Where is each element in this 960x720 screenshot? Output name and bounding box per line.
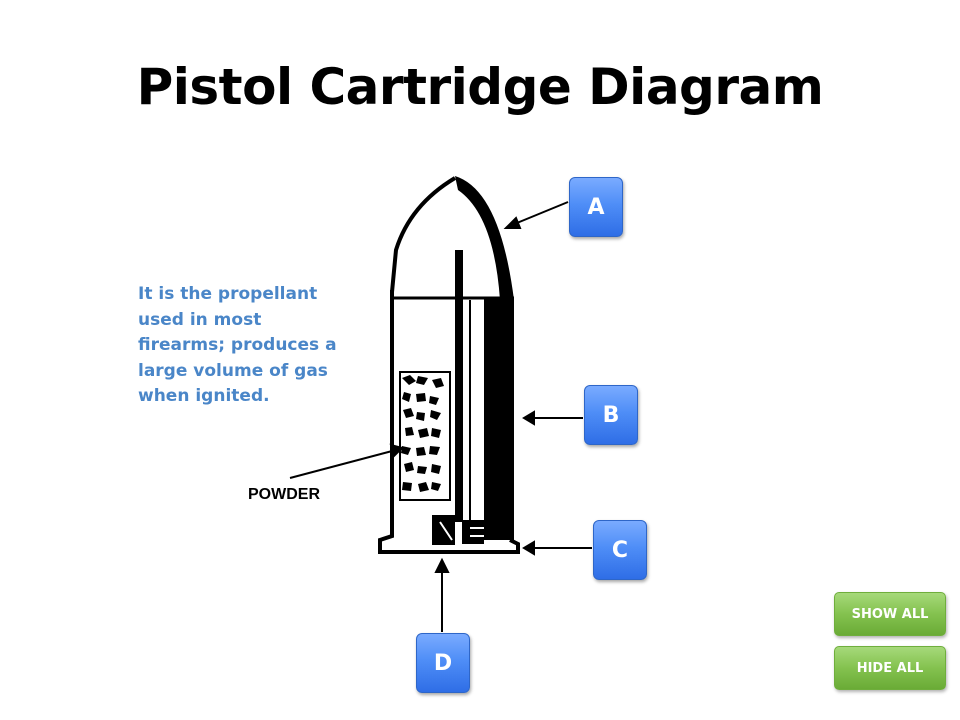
case-wall-right <box>484 298 514 540</box>
powder-description: It is the propellant used in most firear… <box>138 284 337 406</box>
marker-a-button[interactable]: A <box>569 177 623 237</box>
marker-b-button[interactable]: B <box>584 385 638 445</box>
bullet-jacket <box>455 176 514 300</box>
hide-all-button[interactable]: HIDE ALL <box>834 646 946 690</box>
show-all-button[interactable]: SHOW ALL <box>834 592 946 636</box>
cartridge-case-outline <box>378 290 520 554</box>
powder-granules <box>399 371 451 501</box>
powder-label: POWDER <box>248 486 320 503</box>
pointer-arrows <box>289 201 592 632</box>
primer-area <box>432 515 484 545</box>
page-title: Pistol Cartridge Diagram <box>136 58 824 116</box>
marker-d-button[interactable]: D <box>416 633 470 693</box>
marker-c-button[interactable]: C <box>593 520 647 580</box>
bullet-outline <box>390 176 457 293</box>
bullet-core <box>455 250 463 522</box>
